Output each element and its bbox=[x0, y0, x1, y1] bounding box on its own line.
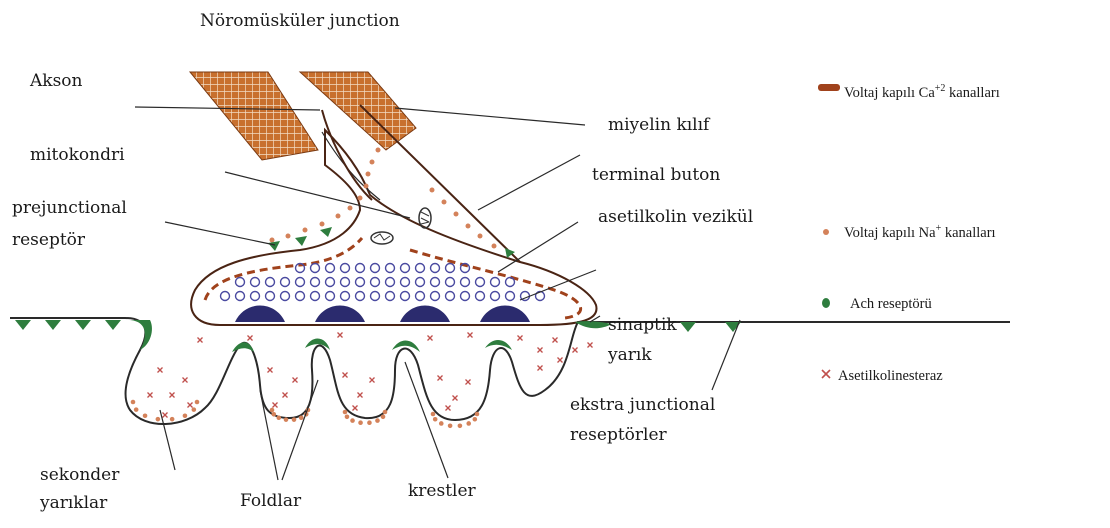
fold-na-dot bbox=[431, 412, 436, 417]
fold-na-dot bbox=[473, 417, 478, 422]
fold-na-dot bbox=[284, 417, 289, 422]
label-mitokondri: mitokondri bbox=[30, 145, 125, 165]
fold-na-dot bbox=[439, 421, 444, 426]
fold-na-dot bbox=[156, 417, 161, 422]
legend-ca-text: Voltaj kapılı Ca+2 kanalları bbox=[844, 83, 1000, 101]
ache-mark bbox=[158, 368, 163, 373]
ache-mark bbox=[283, 393, 288, 398]
leader-miyelin bbox=[395, 108, 585, 125]
fold-na-dot bbox=[292, 417, 297, 422]
fold-na-dot bbox=[345, 414, 350, 419]
leader-vezikul bbox=[498, 222, 578, 272]
legend-na-swatch bbox=[823, 229, 829, 235]
ache-mark bbox=[468, 333, 473, 338]
fold-na-dot bbox=[276, 415, 281, 420]
fold-na-dot bbox=[475, 412, 480, 417]
label-prejunctional-1: prejunctional bbox=[12, 198, 127, 218]
ache-mark bbox=[268, 368, 273, 373]
ache-mark bbox=[198, 338, 203, 343]
legend-na-text: Voltaj kapılı Na+ kanalları bbox=[844, 223, 996, 241]
label-sekonder-2: yarıklar bbox=[39, 493, 108, 513]
fold-na-dot bbox=[381, 414, 386, 419]
ache-mark bbox=[538, 366, 543, 371]
legend: Voltaj kapılı Ca+2 kanalları Voltaj kapı… bbox=[818, 83, 1000, 384]
ache-mark bbox=[518, 336, 523, 341]
fold-na-dot bbox=[134, 407, 139, 412]
fold-na-dot bbox=[192, 407, 197, 412]
label-sinaptik-2: yarık bbox=[607, 345, 652, 365]
diagram-title: Nöromüsküler junction bbox=[200, 11, 400, 31]
ache-mark bbox=[573, 348, 578, 353]
ache-mark bbox=[188, 403, 193, 408]
label-asetilkolin-vezikul: asetilkolin vezikül bbox=[598, 207, 753, 227]
label-prejunctional-2: reseptör bbox=[12, 230, 86, 250]
ache-mark bbox=[358, 393, 363, 398]
label-sekonder-1: sekonder bbox=[40, 465, 120, 485]
leader-prejunctional bbox=[165, 222, 275, 245]
ache-mark bbox=[453, 396, 458, 401]
ache-mark bbox=[538, 348, 543, 353]
leader-foldlar-2 bbox=[282, 380, 318, 480]
fold-na-dot bbox=[195, 400, 200, 405]
leader-foldlar-1 bbox=[260, 390, 278, 480]
fold-na-dots bbox=[131, 400, 480, 428]
fold-na-dot bbox=[367, 420, 372, 425]
ache-mark bbox=[338, 333, 343, 338]
myelin-sheath-left bbox=[190, 72, 318, 160]
acetylcholinesterase-marks bbox=[148, 333, 593, 418]
ache-mark bbox=[558, 358, 563, 363]
ache-mark bbox=[343, 373, 348, 378]
legend-ache-text: Asetilkolinesteraz bbox=[838, 368, 943, 384]
leader-mitokondri bbox=[225, 172, 410, 218]
ache-mark bbox=[148, 393, 153, 398]
fold-na-dot bbox=[350, 418, 355, 423]
fold-na-dot bbox=[448, 423, 453, 428]
fold-na-dot bbox=[458, 423, 463, 428]
fold-na-dot bbox=[358, 420, 363, 425]
ache-mark bbox=[370, 378, 375, 383]
fold-na-dot bbox=[433, 417, 438, 422]
ache-mark bbox=[446, 406, 451, 411]
legend-ach-swatch bbox=[822, 298, 830, 308]
ache-mark bbox=[248, 336, 253, 341]
fold-na-dot bbox=[271, 412, 276, 417]
label-foldlar: Foldlar bbox=[240, 491, 302, 511]
legend-ach-text: Ach reseptörü bbox=[850, 296, 932, 312]
fold-na-dot bbox=[270, 408, 275, 413]
ache-mark bbox=[466, 380, 471, 385]
fold-na-dot bbox=[170, 417, 175, 422]
label-miyelin: miyelin kılıf bbox=[608, 115, 711, 135]
ache-mark bbox=[553, 338, 558, 343]
label-krestler: krestler bbox=[408, 481, 477, 501]
legend-ache-swatch bbox=[822, 370, 830, 378]
leader-terminal-buton bbox=[478, 155, 580, 210]
leader-ekstra bbox=[712, 320, 740, 390]
ache-mark bbox=[183, 378, 188, 383]
label-sinaptik-1: sinaptik bbox=[608, 315, 677, 335]
ache-mark bbox=[170, 393, 175, 398]
fold-na-dot bbox=[183, 413, 188, 418]
ache-mark bbox=[293, 378, 298, 383]
ache-mark bbox=[588, 343, 593, 348]
label-ekstra-1: ekstra junctional bbox=[570, 395, 715, 415]
fold-na-dot bbox=[466, 421, 471, 426]
fold-na-dot bbox=[343, 410, 348, 415]
fold-na-dot bbox=[375, 418, 380, 423]
ache-mark bbox=[438, 376, 443, 381]
label-akson: Akson bbox=[29, 71, 83, 91]
ache-mark bbox=[273, 403, 278, 408]
myelin-sheath-right bbox=[300, 72, 416, 150]
label-terminal-buton: terminal buton bbox=[592, 165, 720, 185]
ache-mark bbox=[163, 413, 168, 418]
fold-na-dot bbox=[383, 410, 388, 415]
ache-mark bbox=[353, 406, 358, 411]
fold-na-dot bbox=[299, 415, 304, 420]
label-ekstra-2: reseptörler bbox=[570, 425, 668, 445]
fold-na-dot bbox=[131, 400, 136, 405]
legend-ca-swatch bbox=[818, 84, 840, 91]
ache-mark bbox=[428, 336, 433, 341]
fold-na-dot bbox=[143, 413, 148, 418]
